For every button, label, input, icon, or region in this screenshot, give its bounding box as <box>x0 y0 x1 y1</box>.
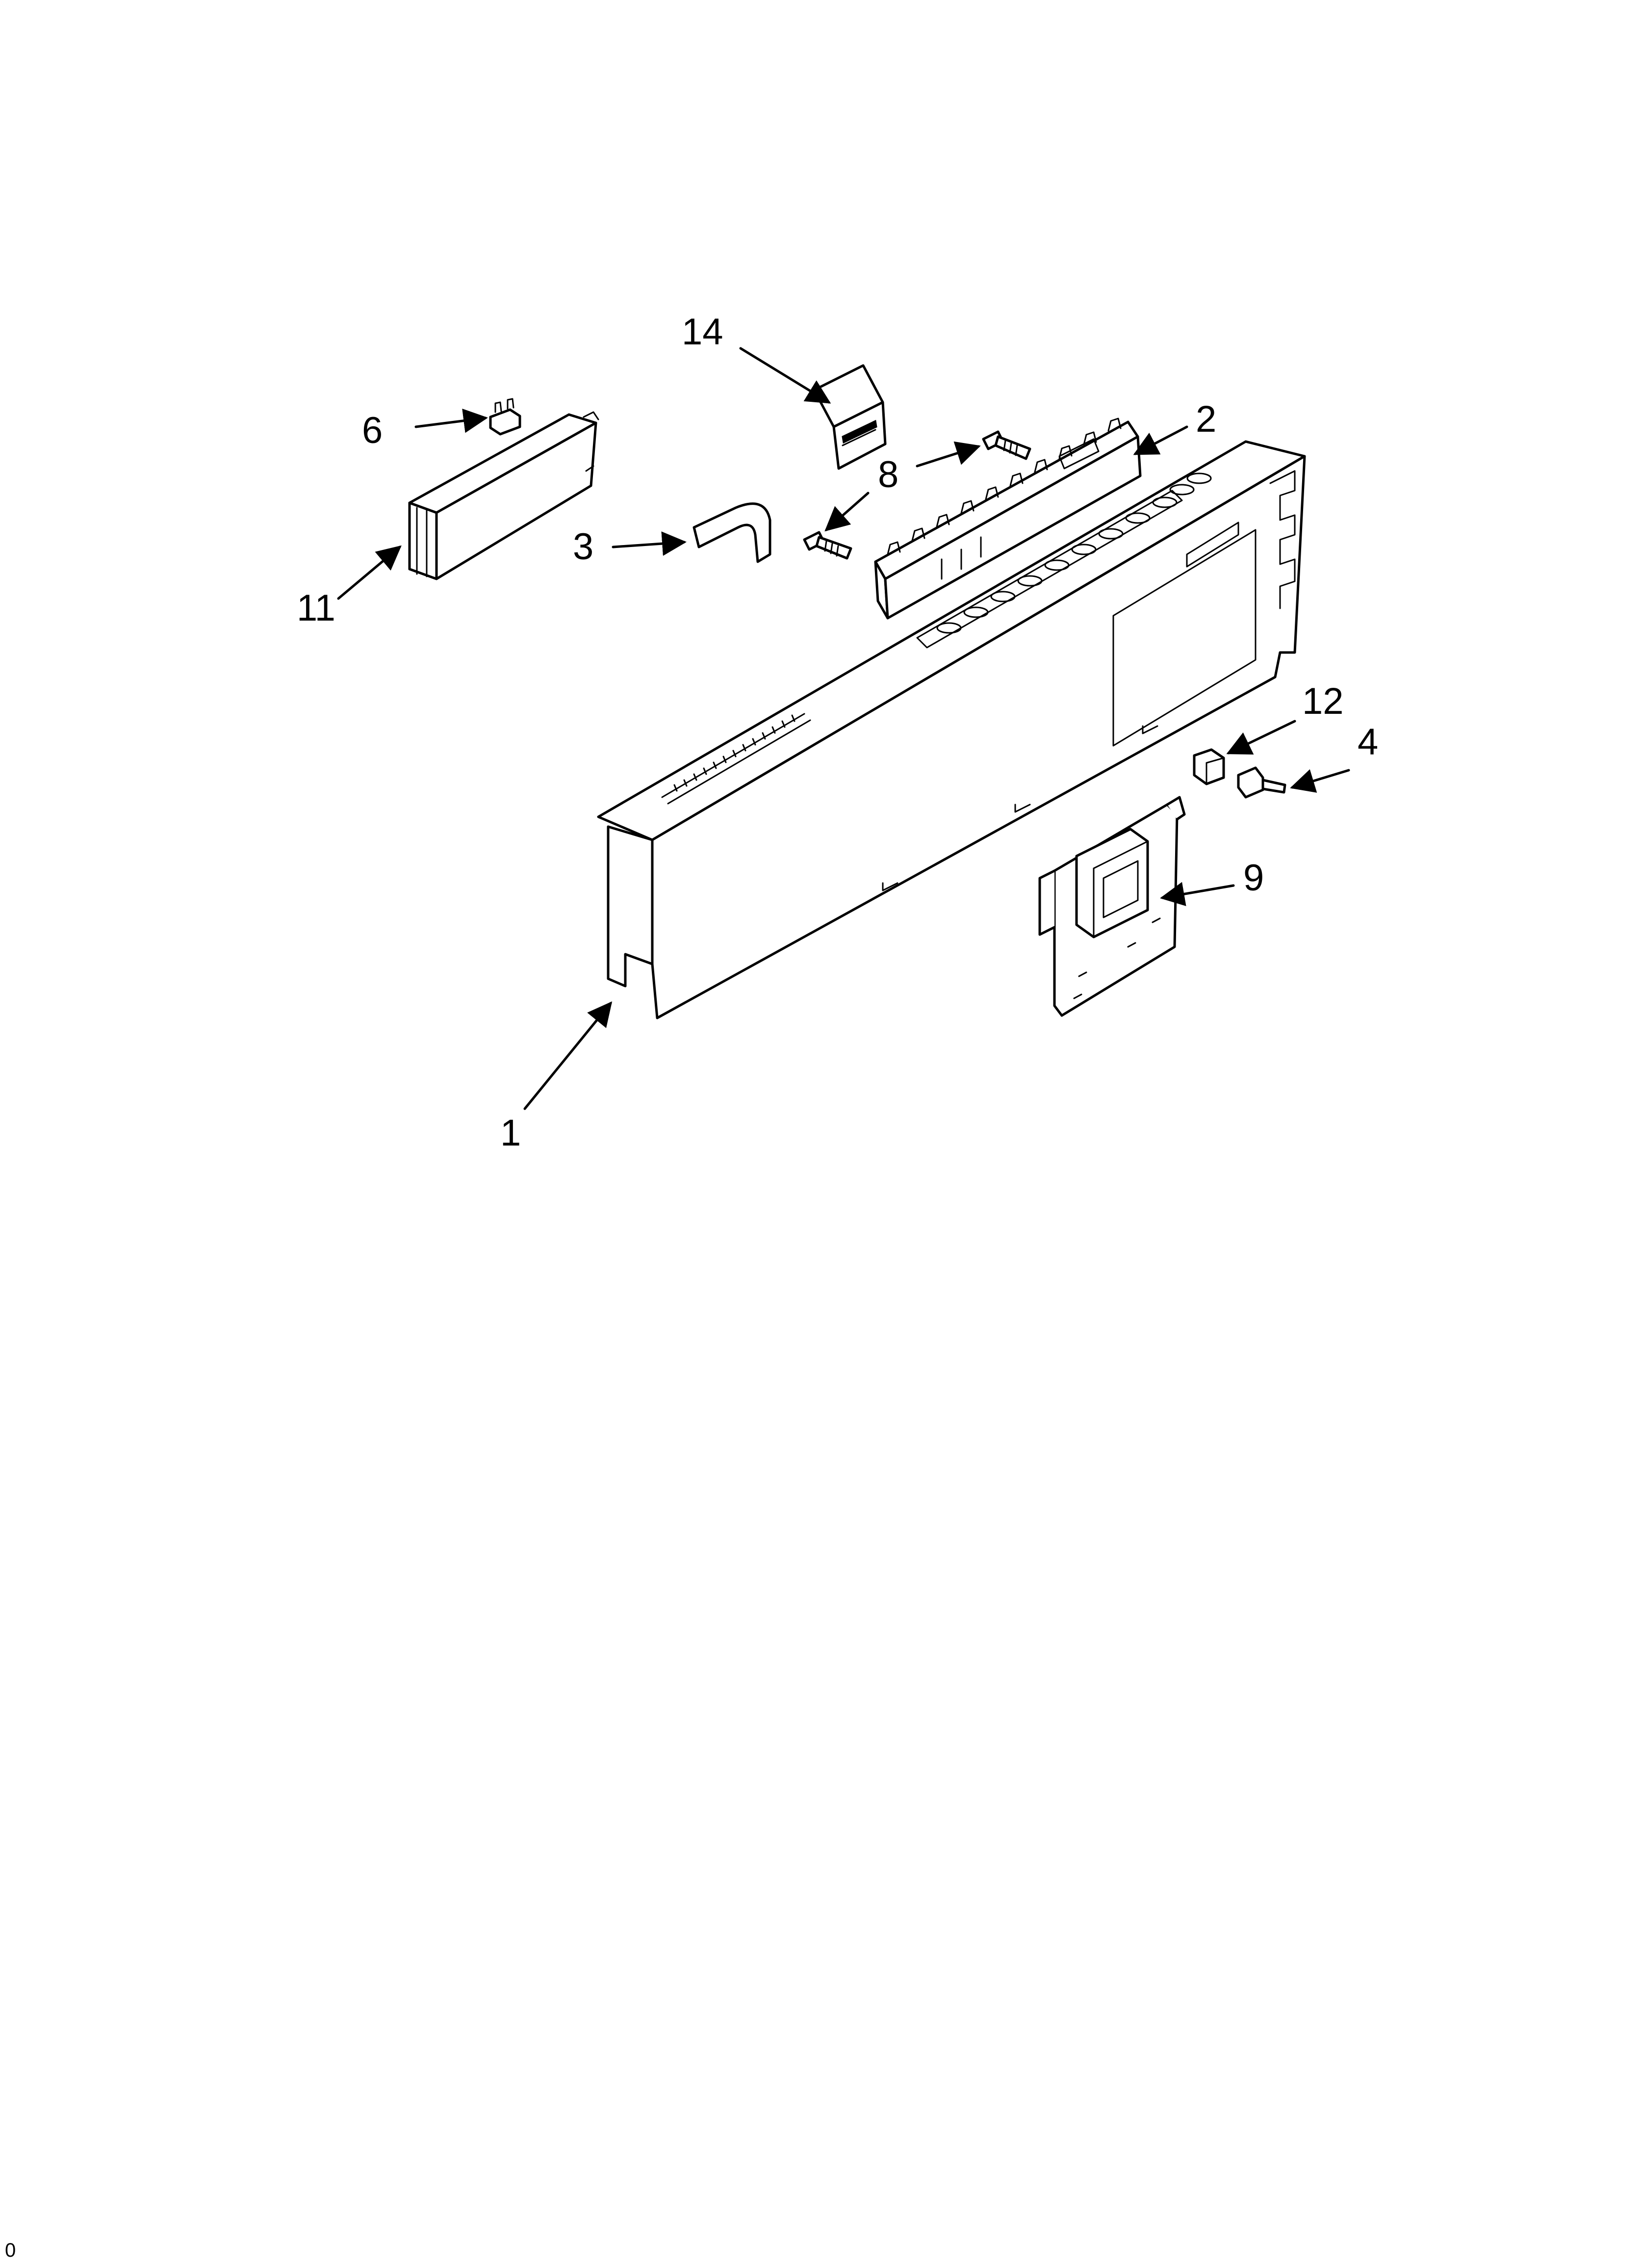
part-3-ribbon-cable <box>693 502 771 563</box>
part-8-screw-upper <box>982 430 1031 460</box>
callout-4: 4 <box>1358 721 1378 763</box>
part-1-control-panel-housing <box>597 440 1306 1019</box>
leader-lines <box>337 347 1350 1110</box>
part-11-module-box <box>408 411 599 580</box>
callout-2: 2 <box>1196 398 1216 440</box>
part-6-clip <box>489 398 521 436</box>
callout-1: 1 <box>500 1112 521 1154</box>
leader-14 <box>739 347 831 404</box>
leader-1 <box>523 1001 613 1110</box>
callout-3: 3 <box>573 526 593 568</box>
part-12-connector <box>1193 748 1225 785</box>
callout-8: 8 <box>878 454 898 495</box>
callout-labels: 14 6 2 8 3 11 12 4 9 1 <box>297 311 1378 1154</box>
leader-11 <box>337 545 402 600</box>
callout-11: 11 <box>297 587 335 629</box>
callout-6: 6 <box>362 410 383 451</box>
callout-14: 14 <box>682 311 723 353</box>
leader-3 <box>612 531 687 556</box>
leader-12 <box>1226 720 1296 755</box>
part-4-screw <box>1237 766 1286 799</box>
leader-6 <box>414 408 488 433</box>
footer-id: 0 <box>5 2240 16 2261</box>
part-8-screw-lower <box>803 531 852 560</box>
leader-8-lower <box>824 492 870 532</box>
leader-9 <box>1160 882 1235 906</box>
part-14-cover <box>813 364 887 470</box>
leader-4 <box>1290 769 1350 793</box>
part-9-latch-bracket <box>1038 796 1186 1017</box>
leader-8-upper <box>916 441 981 468</box>
callout-9: 9 <box>1243 857 1264 899</box>
callout-12: 12 <box>1302 680 1344 722</box>
leader-2 <box>1133 425 1188 455</box>
